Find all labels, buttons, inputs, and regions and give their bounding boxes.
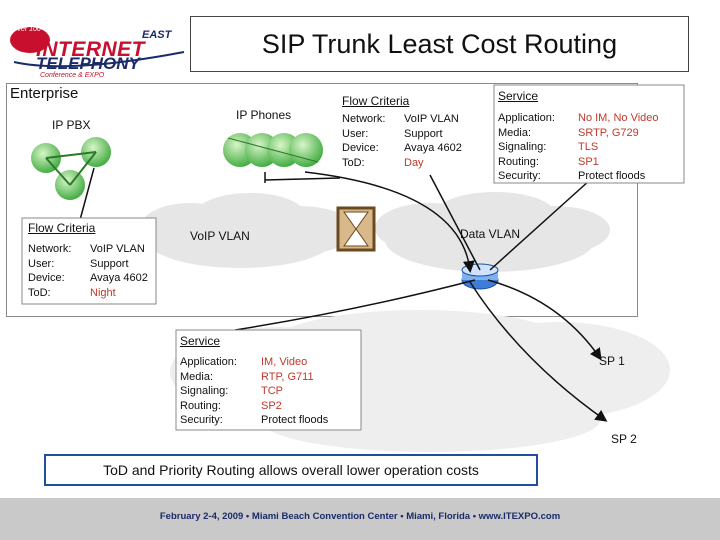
criteria-key: User: xyxy=(28,257,55,270)
enterprise-label: Enterprise xyxy=(10,85,79,102)
service-bottom-keys: Application: Media: Signaling: Routing: … xyxy=(180,355,237,428)
hourglass-icon xyxy=(336,206,376,252)
service-top-values: No IM, No Video SRTP, G729 TLS SP1 Prote… xyxy=(578,111,659,184)
criteria-key: Network: xyxy=(28,243,72,255)
logo-east-text: EAST xyxy=(142,29,172,41)
service-value: Protect floods xyxy=(261,414,329,426)
flow-criteria-top-values: VoIP VLAN Support Avaya 4602 Day xyxy=(404,112,462,170)
service-value: Protect floods xyxy=(578,170,646,182)
logo-internet-text: INTERNET xyxy=(36,38,145,61)
service-key: Application: xyxy=(498,112,555,124)
criteria-value: VoIP VLAN xyxy=(90,243,145,255)
service-key: Routing: xyxy=(498,155,539,168)
service-top-keys: Application: Media: Signaling: Routing: … xyxy=(498,111,555,184)
service-value: TCP xyxy=(261,385,283,397)
service-key: Security: xyxy=(498,170,541,182)
criteria-value: Avaya 4602 xyxy=(404,142,462,154)
criteria-value-tod: Day xyxy=(404,156,424,169)
flow-criteria-left-keys: Network: User: Device: ToD: xyxy=(28,242,71,300)
internet-telephony-logo xyxy=(10,27,185,68)
service-value: IM, Video xyxy=(261,356,308,368)
logo-badge: Over 100 Years xyxy=(12,26,61,33)
slide-title: SIP Trunk Least Cost Routing xyxy=(190,16,689,72)
service-key: Routing: xyxy=(180,399,221,412)
criteria-value: Support xyxy=(90,257,129,270)
service-key: Media: xyxy=(498,126,532,139)
tod-routing-note: ToD and Priority Routing allows overall … xyxy=(44,454,538,486)
ip-phones-label: IP Phones xyxy=(236,108,292,122)
flow-criteria-left-values: VoIP VLAN Support Avaya 4602 Night xyxy=(90,242,148,300)
sp2-label: SP 2 xyxy=(611,432,637,446)
flow-criteria-left-title: Flow Criteria xyxy=(28,221,96,235)
service-key: Security: xyxy=(180,414,223,426)
data-vlan-cloud xyxy=(375,192,610,272)
flow-criteria-top-title: Flow Criteria xyxy=(342,94,410,108)
service-top-title: Service xyxy=(498,89,539,103)
criteria-key: ToD: xyxy=(342,156,365,169)
voip-vlan-cloud xyxy=(140,193,355,268)
criteria-value-tod: Night xyxy=(90,286,116,299)
service-value: TLS xyxy=(578,141,599,153)
criteria-key: Device: xyxy=(28,272,65,284)
service-value: SP1 xyxy=(578,155,599,168)
service-key: Signaling: xyxy=(498,141,547,153)
service-value: No IM, No Video xyxy=(578,112,659,124)
ip-pbx-label: IP PBX xyxy=(52,118,91,132)
criteria-value: VoIP VLAN xyxy=(404,113,459,125)
flow-criteria-top-keys: Network: User: Device: ToD: xyxy=(342,112,385,170)
event-footer-text: February 2-4, 2009 • Miami Beach Convent… xyxy=(159,511,561,522)
criteria-value: Support xyxy=(404,127,443,140)
service-value: RTP, G711 xyxy=(261,370,314,383)
ip-phones-icon xyxy=(223,133,323,167)
service-key: Application: xyxy=(180,356,237,368)
criteria-key: User: xyxy=(342,127,369,140)
data-vlan-label: Data VLAN xyxy=(460,227,521,241)
criteria-key: ToD: xyxy=(28,286,51,299)
event-footer-bar xyxy=(0,498,720,540)
service-value: SP2 xyxy=(261,399,282,412)
service-key: Media: xyxy=(180,370,214,383)
service-bottom-values: IM, Video RTP, G711 TCP SP2 Protect floo… xyxy=(261,355,328,428)
voip-vlan-label: VoIP VLAN xyxy=(190,229,250,243)
service-key: Signaling: xyxy=(180,385,229,397)
criteria-value: Avaya 4602 xyxy=(90,272,148,284)
sp1-label: SP 1 xyxy=(599,354,625,368)
connector-lines xyxy=(79,167,608,422)
logo-conference-text: Conference & EXPO xyxy=(40,72,105,79)
ip-pbx-icon xyxy=(31,137,111,200)
criteria-key: Device: xyxy=(342,142,379,154)
service-bottom-title: Service xyxy=(180,334,221,348)
logo-telephony-text: TELEPHONY xyxy=(36,54,140,73)
criteria-key: Network: xyxy=(342,113,386,125)
service-value: SRTP, G729 xyxy=(578,126,639,139)
